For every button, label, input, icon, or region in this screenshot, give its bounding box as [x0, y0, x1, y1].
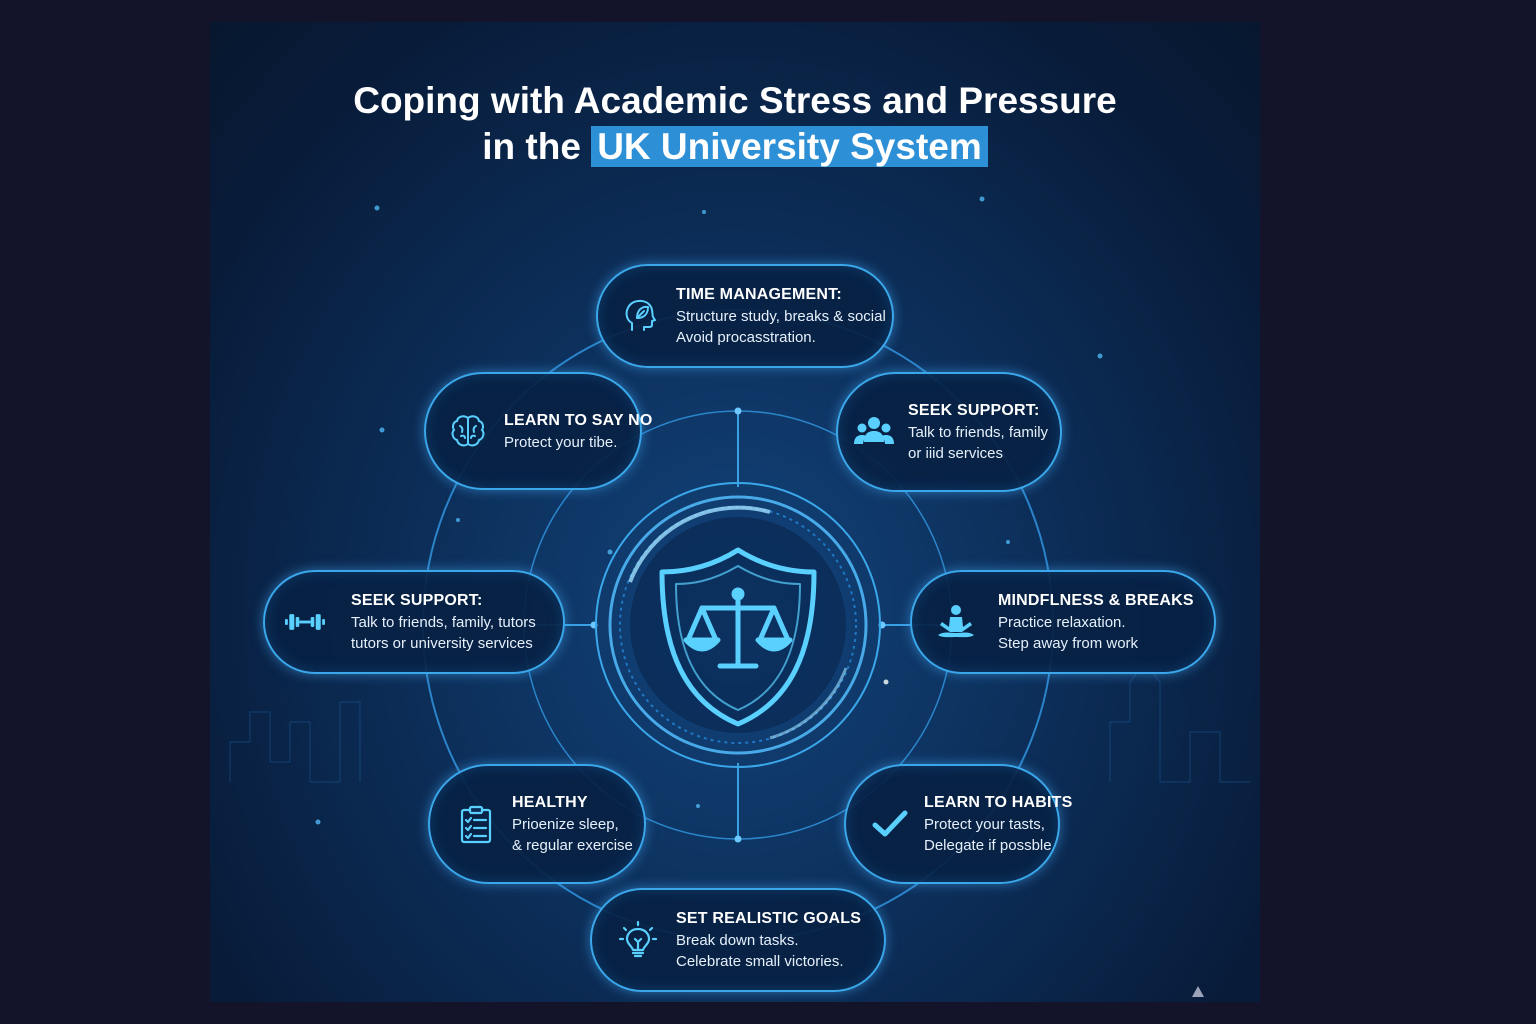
node-heading: LEARN TO HABITS — [924, 794, 1073, 811]
title-line-1: Coping with Academic Stress and Pressure — [353, 80, 1117, 121]
node-healthy-text: HEALTHY Prioenize sleep, & regular exerc… — [512, 792, 633, 856]
node-heading: SEEK SUPPORT: — [908, 402, 1040, 419]
node-seek-support-left-text: SEEK SUPPORT: Talk to friends, family, t… — [351, 590, 536, 654]
title-line-2: in the UK University System — [210, 124, 1260, 170]
node-time-management-text: TIME MANAGEMENT: Structure study, breaks… — [676, 284, 886, 348]
node-learn-to-say-no-text: LEARN TO SAY NO Protect your tibe. — [504, 410, 653, 453]
node-line: Prioenize sleep, — [512, 816, 619, 833]
page-title: Coping with Academic Stress and Pressure… — [210, 78, 1260, 170]
node-heading: TIME MANAGEMENT: — [676, 286, 842, 303]
node-seek-support-left: SEEK SUPPORT: Talk to friends, family, t… — [263, 570, 565, 674]
node-learn-to-habits-text: LEARN TO HABITS Protect your tasts, Dele… — [924, 792, 1072, 856]
infographic-panel: Coping with Academic Stress and Pressure… — [210, 22, 1260, 1002]
node-set-realistic-goals: SET REALISTIC GOALS Break down tasks. Ce… — [590, 888, 886, 992]
node-line: Step away from work — [998, 635, 1139, 652]
node-learn-to-say-no: LEARN TO SAY NO Protect your tibe. — [424, 372, 652, 490]
shield-scales-icon — [659, 547, 817, 727]
node-line: Talk to friends, family — [908, 424, 1049, 441]
node-line: Delegate if possble — [924, 837, 1052, 854]
node-mindfulness-breaks-text: MINDFLNESS & BREAKS Practice relaxation.… — [998, 590, 1194, 654]
node-healthy: HEALTHY Prioenize sleep, & regular exerc… — [428, 764, 646, 884]
node-line: Break down tasks. — [676, 932, 799, 949]
node-heading: LEARN TO SAY NO — [504, 411, 653, 429]
corner-triangle-icon — [1192, 986, 1204, 997]
node-seek-support-right: SEEK SUPPORT: Talk to friends, family or… — [836, 372, 1062, 492]
hub-diagram — [229, 196, 1250, 941]
title-highlight: UK University System — [591, 126, 988, 167]
node-line: Talk to friends, family, tutors — [351, 614, 536, 631]
node-heading: SEEK SUPPORT: — [351, 592, 483, 609]
background-stars — [315, 196, 1103, 825]
lightbulb-icon — [618, 920, 658, 960]
node-line: Protect your tibe. — [504, 433, 618, 451]
node-set-realistic-goals-text: SET REALISTIC GOALS Break down tasks. Ce… — [676, 908, 861, 972]
people-group-icon — [854, 412, 894, 452]
background-skyline — [229, 661, 1250, 783]
node-line: tutors or university services — [351, 635, 533, 652]
checkmark-icon — [870, 804, 910, 844]
node-heading: SET REALISTIC GOALS — [676, 910, 862, 927]
title-line-2-prefix: in the — [482, 126, 581, 167]
node-line: Celebrate small victories. — [676, 953, 844, 970]
node-learn-to-habits: LEARN TO HABITS Protect your tasts, Dele… — [844, 764, 1072, 884]
node-line: Protect your tasts, — [924, 816, 1045, 833]
node-line: or iiid services — [908, 445, 1004, 462]
node-heading: HEALTHY — [512, 794, 588, 811]
checklist-icon — [456, 804, 496, 844]
node-heading: MINDFLNESS & BREAKS — [998, 592, 1194, 609]
node-time-management: TIME MANAGEMENT: Structure study, breaks… — [596, 264, 894, 368]
head-leaf-icon — [620, 296, 660, 336]
node-seek-support-right-text: SEEK SUPPORT: Talk to friends, family or… — [908, 400, 1048, 464]
node-line: Structure study, breaks & social — [676, 308, 886, 325]
node-line: Avoid procasstration. — [676, 329, 816, 346]
node-line: & regular exercise — [512, 837, 633, 854]
dumbbell-icon — [285, 602, 325, 642]
node-line: Practice relaxation. — [998, 614, 1126, 631]
brain-icon — [448, 411, 488, 451]
node-mindfulness-breaks: MINDFLNESS & BREAKS Practice relaxation.… — [910, 570, 1216, 674]
meditation-icon — [936, 602, 976, 642]
